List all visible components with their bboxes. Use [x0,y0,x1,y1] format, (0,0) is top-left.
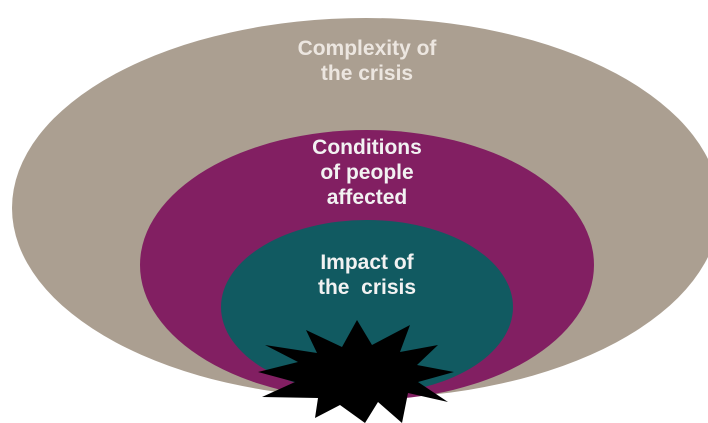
conditions-label-line-2: of people [320,161,414,185]
crisis-burst-icon [258,320,454,423]
complexity-label-line-2: the crisis [320,62,414,86]
complexity-label: Complexity of the crisis [232,36,502,86]
impact-label-line-1: Impact of [320,251,414,274]
conditions-label: Conditions of people affected [262,135,472,211]
conditions-label-line-3: affected [326,186,408,210]
conditions-label-line-1: Conditions [312,136,422,159]
impact-label: Impact of the crisis [282,250,452,300]
impact-label-line-2: the crisis [317,276,417,300]
complexity-label-line-1: Complexity of [297,37,437,60]
